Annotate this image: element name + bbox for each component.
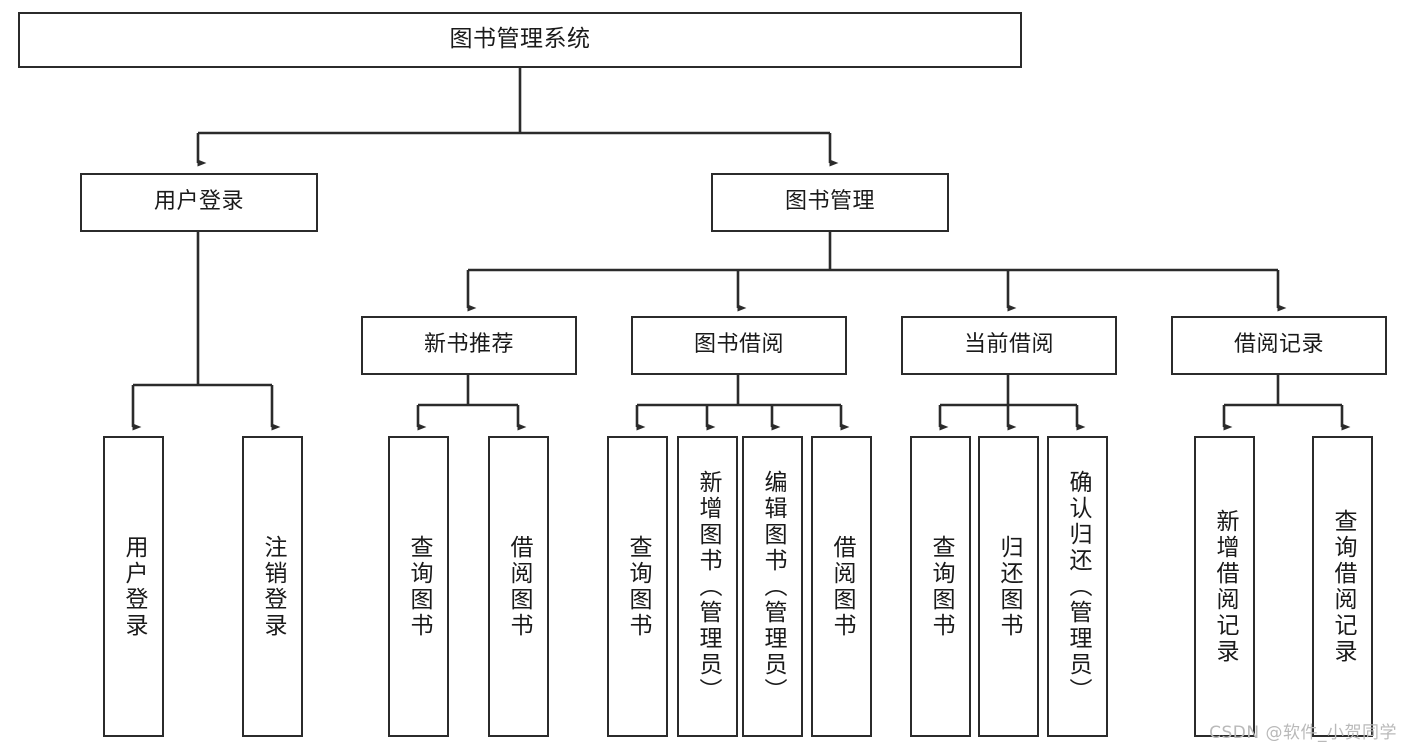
node-label: 确认归还（管理员） [1065,469,1091,704]
node-label: 新增借阅记录 [1212,508,1238,665]
node-label: 当前借阅 [963,332,1054,358]
node-label: 查询图书 [928,534,954,639]
node-label: 归还图书 [996,534,1022,639]
node-leaf-query-book-3[interactable]: 查询图书 [910,436,971,737]
node-label: 查询借阅记录 [1330,508,1356,665]
node-borrow-record[interactable]: 借阅记录 [1171,316,1387,375]
node-leaf-query-book-2[interactable]: 查询图书 [607,436,668,737]
node-label: 新增图书（管理员） [695,469,721,704]
node-leaf-add-record[interactable]: 新增借阅记录 [1194,436,1255,737]
node-book-borrow[interactable]: 图书借阅 [631,316,847,375]
node-leaf-return-book[interactable]: 归还图书 [978,436,1039,737]
node-label: 用户登录 [121,534,147,639]
node-user-login[interactable]: 用户登录 [80,173,318,232]
node-leaf-add-book[interactable]: 新增图书（管理员） [677,436,738,737]
node-label: 图书管理系统 [449,26,591,53]
node-label: 查询图书 [625,534,651,639]
node-label: 图书借阅 [693,332,784,358]
node-book-management[interactable]: 图书管理 [711,173,949,232]
node-label: 新书推荐 [423,332,514,358]
node-label: 图书管理 [784,189,875,215]
node-label: 查询图书 [406,534,432,639]
node-label: 编辑图书（管理员） [760,469,786,704]
node-label: 借阅记录 [1233,332,1324,358]
node-label: 用户登录 [153,189,244,215]
node-current-borrow[interactable]: 当前借阅 [901,316,1117,375]
node-leaf-logout-login[interactable]: 注销登录 [242,436,303,737]
node-leaf-query-book-1[interactable]: 查询图书 [388,436,449,737]
node-leaf-borrow-book-1[interactable]: 借阅图书 [488,436,549,737]
node-leaf-confirm-return[interactable]: 确认归还（管理员） [1047,436,1108,737]
node-new-book-recommend[interactable]: 新书推荐 [361,316,577,375]
node-label: 借阅图书 [829,534,855,639]
node-leaf-query-record[interactable]: 查询借阅记录 [1312,436,1373,737]
node-leaf-borrow-book-2[interactable]: 借阅图书 [811,436,872,737]
node-root-system[interactable]: 图书管理系统 [18,12,1022,68]
node-leaf-edit-book[interactable]: 编辑图书（管理员） [742,436,803,737]
node-leaf-user-login[interactable]: 用户登录 [103,436,164,737]
node-label: 注销登录 [260,534,286,639]
node-label: 借阅图书 [506,534,532,639]
